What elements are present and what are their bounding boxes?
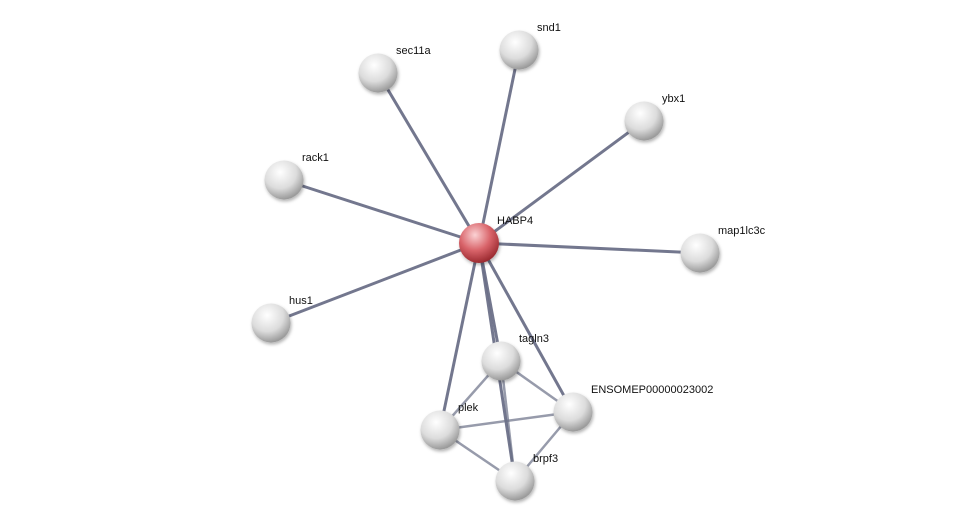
node-label: hus1 (289, 295, 313, 307)
edge-HABP4-hus1[interactable] (270, 241, 480, 325)
node-ybx1[interactable]: ybx1 (624, 93, 686, 141)
edge-HABP4-plek[interactable] (438, 242, 481, 431)
node-label: tagln3 (519, 333, 549, 345)
node-snd1[interactable]: snd1 (499, 22, 561, 70)
node-bubble[interactable] (624, 101, 664, 141)
node-bubble[interactable] (358, 53, 398, 93)
node-label: sec11a (396, 45, 432, 57)
node-label: brpf3 (533, 453, 558, 465)
node-bubble[interactable] (264, 160, 304, 200)
node-hus1[interactable]: hus1 (251, 295, 313, 343)
edge-HABP4-ybx1[interactable] (478, 119, 645, 245)
node-bubble[interactable] (680, 233, 720, 273)
node-map1lc3c[interactable]: map1lc3c (680, 225, 766, 273)
edge-HABP4-snd1[interactable] (477, 49, 521, 244)
node-bubble[interactable] (459, 223, 499, 263)
node-bubble[interactable] (553, 392, 593, 432)
node-brpf3[interactable]: brpf3 (495, 453, 559, 501)
node-HABP4[interactable]: HABP4 (459, 215, 533, 263)
edge-HABP4-map1lc3c[interactable] (478, 241, 701, 255)
edge-HABP4-ENSOMEP[interactable] (477, 242, 575, 413)
node-bubble[interactable] (499, 30, 539, 70)
node-label: snd1 (537, 22, 561, 34)
node-label: HABP4 (497, 215, 533, 227)
node-ENSOMEP[interactable]: ENSOMEP00000023002 (553, 384, 714, 432)
node-label: rack1 (302, 152, 329, 164)
node-label: ENSOMEP00000023002 (591, 384, 713, 396)
node-bubble[interactable] (481, 341, 521, 381)
node-tagln3[interactable]: tagln3 (481, 333, 549, 381)
node-label: plek (458, 402, 479, 414)
node-label: ybx1 (662, 93, 685, 105)
node-plek[interactable]: plek (420, 402, 479, 450)
node-bubble[interactable] (251, 303, 291, 343)
edge-HABP4-sec11a[interactable] (376, 72, 481, 244)
node-rack1[interactable]: rack1 (264, 152, 329, 200)
node-bubble[interactable] (420, 410, 460, 450)
edge-plek-ENSOMEP[interactable] (439, 410, 574, 432)
node-label: map1lc3c (718, 225, 766, 237)
node-sec11a[interactable]: sec11a (358, 45, 432, 93)
node-bubble[interactable] (495, 461, 535, 501)
edge-HABP4-rack1[interactable] (283, 178, 480, 245)
